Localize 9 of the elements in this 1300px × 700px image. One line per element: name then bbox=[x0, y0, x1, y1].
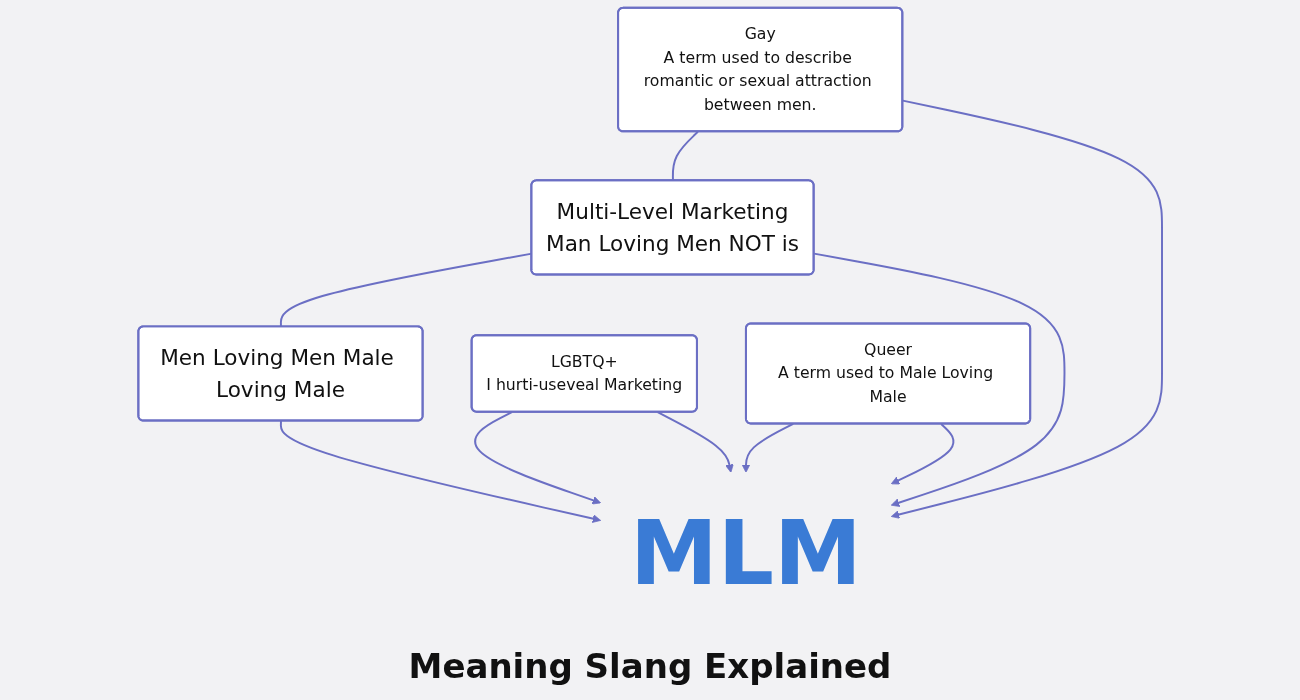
arrow bbox=[279, 420, 601, 523]
arrow bbox=[741, 422, 794, 473]
arrow bbox=[656, 411, 734, 473]
caption: Meaning Slang Explained bbox=[408, 646, 892, 686]
arrow bbox=[474, 411, 601, 505]
connector bbox=[671, 130, 699, 182]
arrow bbox=[890, 422, 955, 485]
arrow bbox=[890, 99, 1163, 519]
node-text: MLM bbox=[629, 501, 862, 605]
